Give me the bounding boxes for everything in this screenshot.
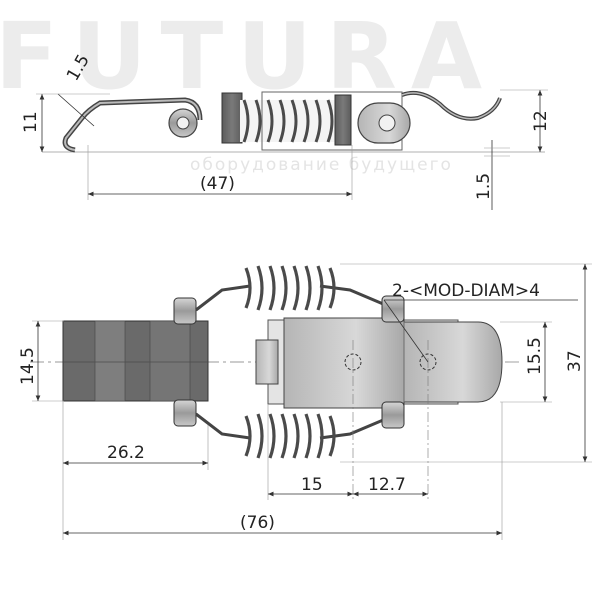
dim-side-left-height: 11 [21, 111, 41, 133]
dim-top-overall-width: 37 [565, 350, 585, 372]
dim-top-body-width: 14.5 [18, 347, 38, 385]
top-view: 2-<MOD-DIAM>4 14.5 26.2 15.5 37 15 12.7 … [18, 263, 592, 540]
dim-top-hole-pitch: 12.7 [368, 475, 406, 495]
dim-side-right-height: 12 [531, 110, 551, 132]
watermark: FUTURA оборудование будущего [0, 3, 482, 175]
dim-side-length: (47) [200, 174, 235, 194]
side-spring-icon [240, 99, 340, 143]
dim-top-body-length: 26.2 [107, 443, 145, 463]
top-spring-lower-icon [244, 413, 336, 459]
dim-top-hole-offset: 15 [301, 475, 323, 495]
top-spring-upper-icon [244, 265, 336, 311]
dim-top-holes: 2-<MOD-DIAM>4 [392, 281, 540, 301]
dim-side-bottom-offset: 1.5 [474, 173, 494, 200]
watermark-tagline: оборудование будущего [190, 155, 453, 175]
dim-top-overall-length: (76) [240, 513, 275, 533]
dim-top-plate-width: 15.5 [525, 337, 545, 375]
